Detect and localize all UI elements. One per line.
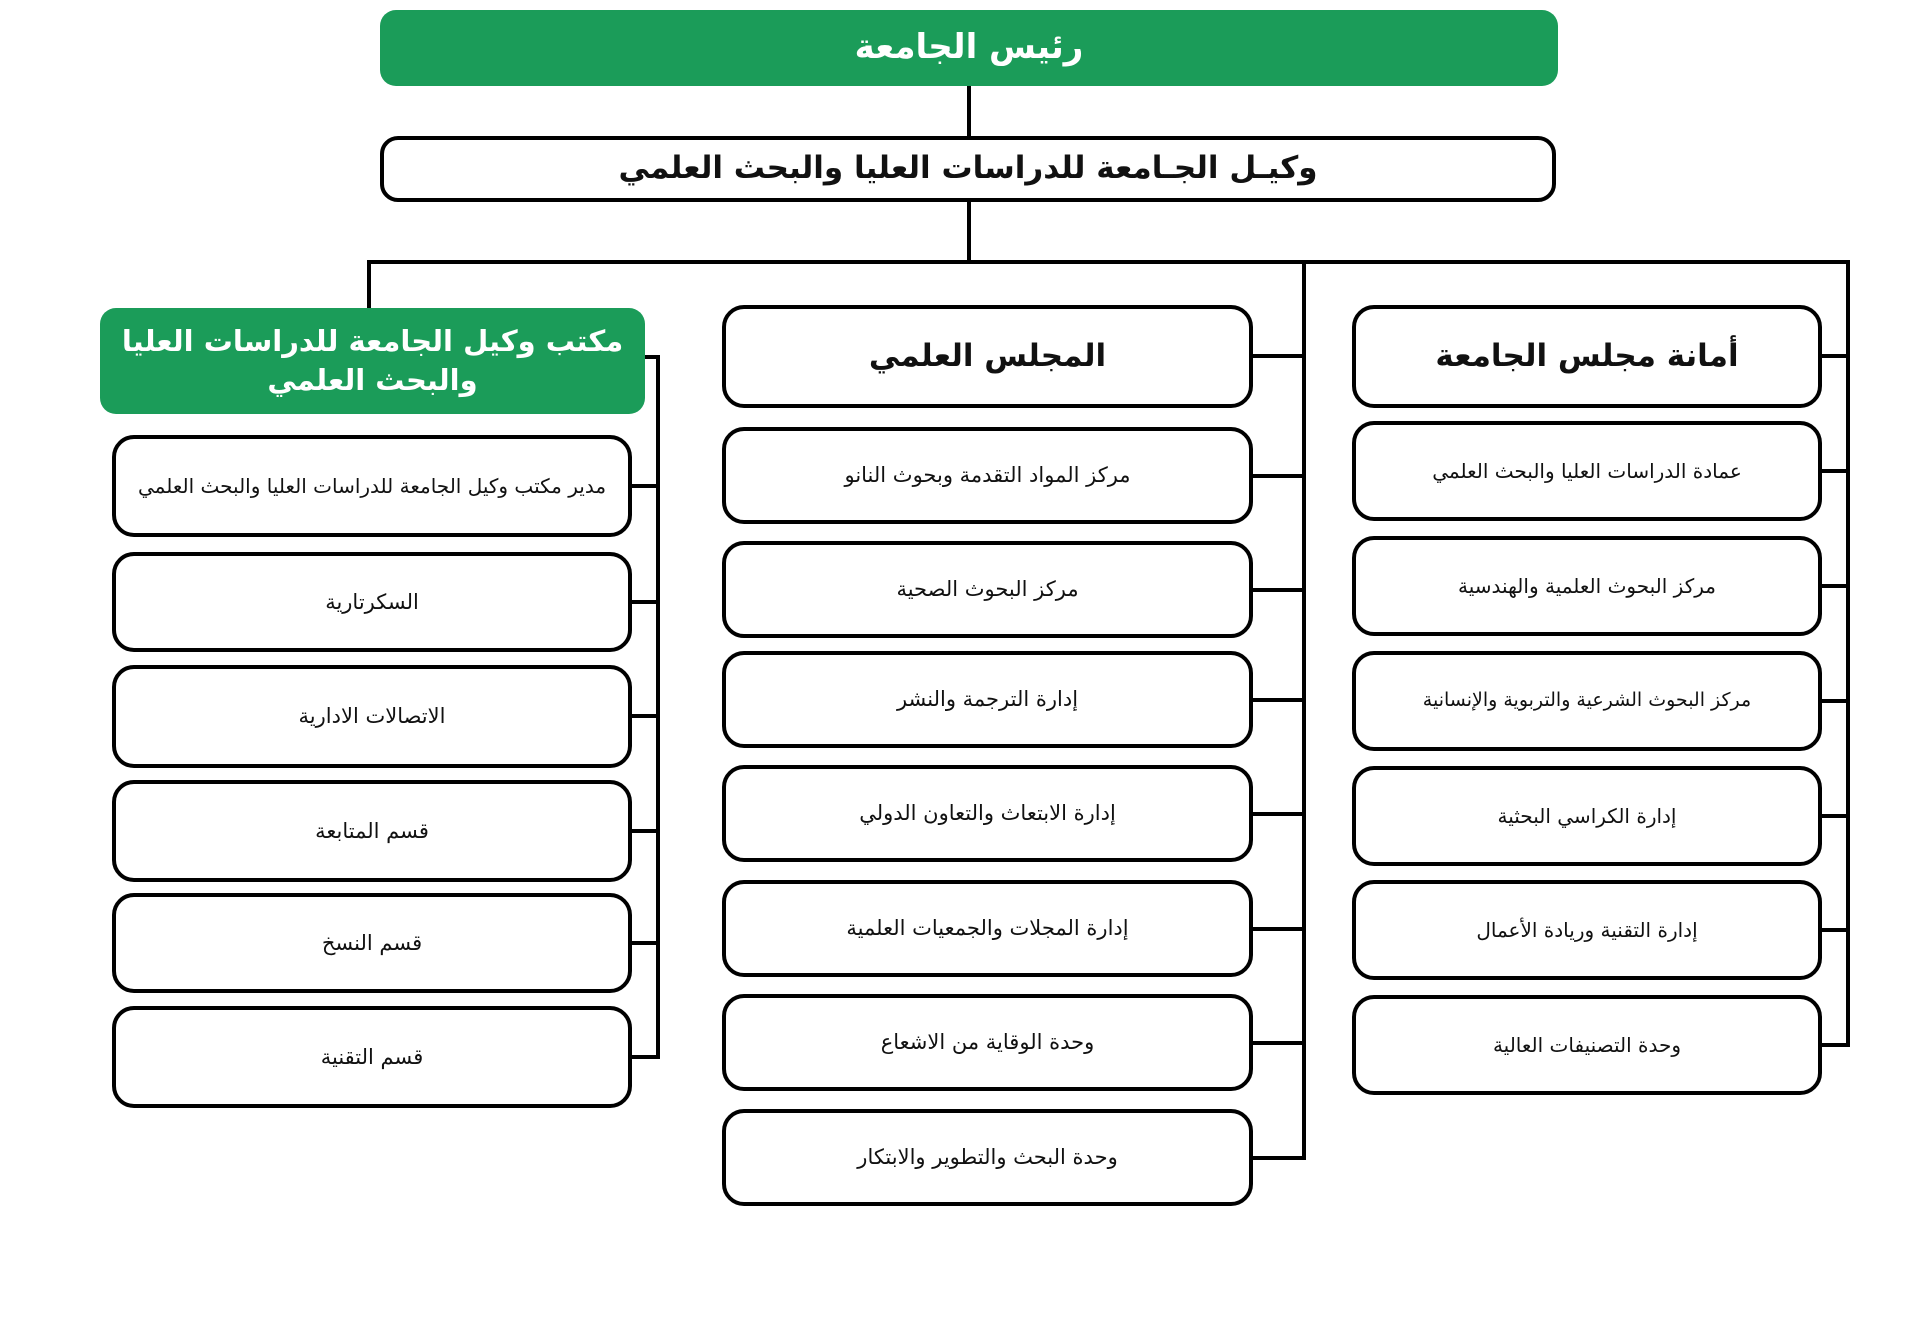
connector-line [367,260,371,312]
node-scientific-council-item: إدارة الترجمة والنشر [722,651,1253,748]
connector-line [656,355,660,1059]
connector-line [1250,1156,1302,1160]
node-vice-president-graduate-studies: وكيـل الجـامعة للدراسات العليا والبحث ال… [380,136,1556,202]
connector-line [967,200,971,264]
node-office-item: مدير مكتب وكيل الجامعة للدراسات العليا و… [112,435,632,537]
connector-line [967,86,971,140]
connector-line [1250,812,1302,816]
connector-line [1818,814,1846,818]
node-scientific-council-item: وحدة البحث والتطوير والابتكار [722,1109,1253,1206]
node-office-of-vice-president: مكتب وكيل الجامعة للدراسات العليا والبحث… [100,308,645,414]
node-scientific-council-item: وحدة الوقاية من الاشعاع [722,994,1253,1091]
connector-line [643,355,660,359]
node-scientific-council-item: مركز المواد التقدمة وبحوث النانو [722,427,1253,524]
node-secretariat-item: مركز البحوث الشرعية والتربوية والإنسانية [1352,651,1822,751]
node-scientific-council: المجلس العلمي [722,305,1253,408]
connector-line [1250,588,1302,592]
connector-line [630,484,660,488]
connector-line [630,829,660,833]
node-university-council-secretariat: أمانة مجلس الجامعة [1352,305,1822,408]
node-secretariat-item: وحدة التصنيفات العالية [1352,995,1822,1095]
connector-line [1250,354,1302,358]
node-office-item: قسم التقنية [112,1006,632,1108]
connector-line [630,941,660,945]
connector-line [1818,469,1846,473]
connector-line [1250,698,1302,702]
connector-line [1818,928,1846,932]
node-scientific-council-item: مركز البحوث الصحية [722,541,1253,638]
connector-line [1846,262,1850,1047]
node-secretariat-item: إدارة الكراسي البحثية [1352,766,1822,866]
node-office-item: الاتصالات الادارية [112,665,632,768]
connector-line [1818,1043,1846,1047]
connector-line [1818,699,1846,703]
node-office-item: قسم النسخ [112,893,632,993]
node-secretariat-item: عمادة الدراسات العليا والبحث العلمي [1352,421,1822,521]
connector-line [1818,354,1846,358]
node-office-item: السكرتارية [112,552,632,652]
connector-line [1818,584,1846,588]
node-office-item: قسم المتابعة [112,780,632,882]
node-secretariat-item: إدارة التقنية وريادة الأعمال [1352,880,1822,980]
connector-line [1250,1041,1302,1045]
connector-line [367,260,1850,264]
connector-line [630,714,660,718]
node-scientific-council-item: إدارة المجلات والجمعيات العلمية [722,880,1253,977]
connector-line [630,600,660,604]
connector-line [1250,927,1302,931]
node-scientific-council-item: إدارة الابتعاث والتعاون الدولي [722,765,1253,862]
connector-line [1250,474,1302,478]
node-university-president: رئيس الجامعة [380,10,1558,86]
connector-line [630,1055,660,1059]
connector-line [1302,262,1306,1160]
node-secretariat-item: مركز البحوث العلمية والهندسية [1352,536,1822,636]
